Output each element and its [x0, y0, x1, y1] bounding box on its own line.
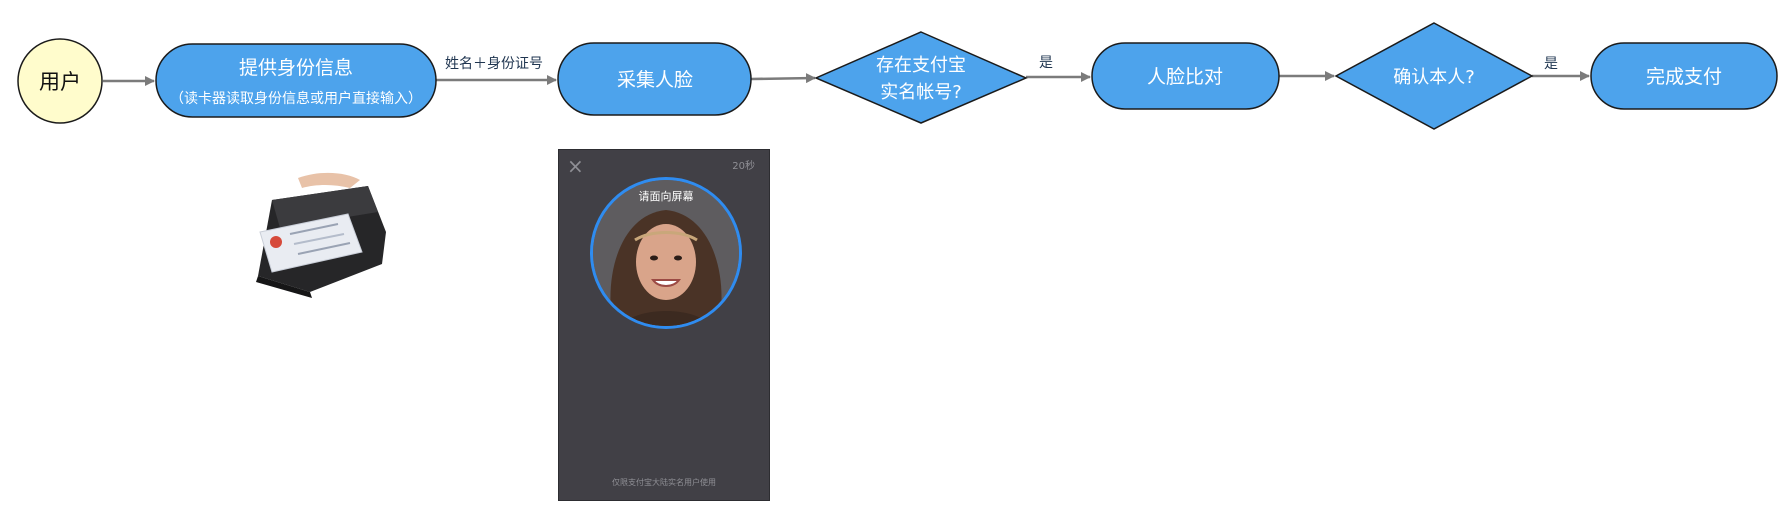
- screen-footer-note: 仅限支付宝大陆实名用户使用: [612, 478, 716, 487]
- node-complete-pay-label: 完成支付: [1646, 66, 1722, 88]
- node-provide-id-label: 提供身份信息: [239, 57, 353, 79]
- id-card-icon: [259, 213, 363, 273]
- close-icon[interactable]: ×: [567, 154, 584, 178]
- node-provide-id-sublabel: （读卡器读取身份信息或用户直接输入）: [170, 90, 422, 107]
- node-face-compare-label: 人脸比对: [1147, 66, 1223, 88]
- node-decision-confirm-label: 确认本人?: [1393, 67, 1475, 88]
- node-user: [17, 38, 103, 124]
- node-decision-confirm: [1334, 22, 1534, 130]
- node-user-label: 用户: [39, 70, 81, 94]
- node-face-compare: [1091, 42, 1280, 110]
- countdown-timer: 20秒: [732, 161, 755, 172]
- face-prompt: 请面向屏幕: [638, 190, 694, 203]
- edge-label-name-id: 姓名＋身份证号: [445, 56, 543, 72]
- edge-label-yes-2: 是: [1544, 56, 1558, 72]
- node-complete-pay: [1590, 42, 1778, 110]
- node-decision-account-line1: 存在支付宝: [876, 55, 966, 76]
- node-collect-face-label: 采集人脸: [617, 69, 693, 91]
- face-photo: [593, 180, 739, 326]
- card-reader-illustration: [256, 172, 386, 298]
- node-collect-face: [557, 42, 752, 116]
- edge-label-yes-1: 是: [1039, 55, 1053, 71]
- face-capture-screen: × 20秒 请面向屏幕 仅限支付宝大陆实名用户使用: [558, 149, 770, 501]
- edge-collect-to-decision1: [750, 73, 816, 84]
- face-capture-circle: 请面向屏幕: [590, 177, 742, 329]
- node-decision-account: [814, 31, 1028, 124]
- node-provide-id: [155, 43, 437, 118]
- node-decision-account-line2: 实名帐号?: [880, 82, 962, 103]
